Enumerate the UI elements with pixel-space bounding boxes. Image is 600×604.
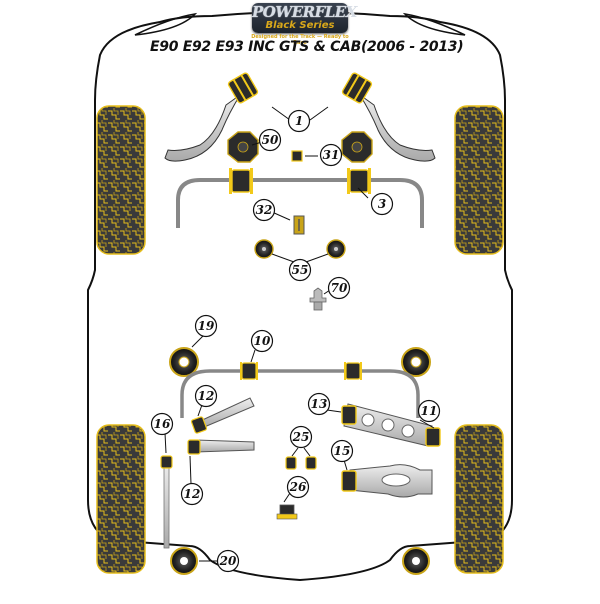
car-body-outline bbox=[87, 11, 513, 582]
callout-circle bbox=[216, 549, 240, 573]
rear-lower-arm-outer-bush bbox=[425, 427, 441, 447]
callout-number: 31 bbox=[323, 148, 340, 162]
callout-jack-pad: 70 bbox=[327, 276, 351, 300]
brand-logo: POWERFLEX Black Series bbox=[252, 3, 357, 33]
callout-number: 25 bbox=[292, 430, 310, 444]
callout-number: 1 bbox=[295, 114, 303, 128]
callout-circle bbox=[252, 198, 276, 222]
rear-arb-bush-right bbox=[344, 362, 362, 380]
callout-circle bbox=[194, 314, 218, 338]
rear-upper-arm-bush bbox=[190, 416, 208, 434]
front-arb-bush-right bbox=[347, 168, 371, 194]
front-right-tyre bbox=[454, 105, 504, 255]
callout-circle bbox=[150, 412, 174, 436]
callout-differential-rear-mount: 26 bbox=[286, 475, 310, 499]
front-anti-roll-bar bbox=[176, 178, 424, 228]
callout-rear-lower-arm-inner: 13 bbox=[307, 392, 331, 416]
callout-circle bbox=[307, 392, 331, 416]
front-right-control-arm bbox=[359, 94, 436, 162]
callout-rear-subframe-mount: 19 bbox=[194, 314, 218, 338]
diff-rear-mount bbox=[276, 504, 298, 520]
rear-right-tyre bbox=[454, 424, 504, 574]
callout-number: 20 bbox=[219, 554, 237, 568]
callout-gearbox-bush: 32 bbox=[252, 198, 276, 222]
brand-tagline: Designed for the Track — Ready to Race bbox=[251, 34, 349, 46]
callout-number: 12 bbox=[198, 389, 215, 403]
callout-circle bbox=[194, 384, 218, 408]
callout-circle bbox=[180, 482, 204, 506]
callout-number: 32 bbox=[256, 203, 273, 217]
front-left-control-arm bbox=[164, 94, 241, 162]
rear-toe-arm bbox=[195, 439, 255, 453]
callout-circle bbox=[288, 258, 312, 282]
callout-circle bbox=[287, 109, 311, 133]
callout-number: 15 bbox=[334, 444, 351, 458]
callout-arrows bbox=[164, 106, 435, 562]
rear-left-tyre bbox=[96, 424, 146, 574]
callout-number: 12 bbox=[184, 487, 201, 501]
callout-circle bbox=[417, 399, 441, 423]
diff-bush-right bbox=[305, 456, 317, 470]
rear-arb-bush-left bbox=[240, 362, 258, 380]
callout-number: 19 bbox=[198, 319, 215, 333]
callout-rear-upper-arm-bush: 12 bbox=[194, 384, 218, 408]
callout-circle bbox=[258, 128, 282, 152]
callout-circle bbox=[370, 192, 394, 216]
callout-number: 26 bbox=[289, 480, 307, 494]
callout-front-top-mount: 50 bbox=[258, 128, 282, 152]
callout-rear-anti-roll-bar-bush: 10 bbox=[250, 329, 274, 353]
callout-circle bbox=[319, 143, 343, 167]
callout-number: 70 bbox=[331, 281, 348, 295]
callout-rear-lower-arm-outer: 11 bbox=[417, 399, 441, 423]
front-arb-bush-left bbox=[229, 168, 253, 194]
shock-absorber bbox=[163, 461, 170, 549]
callout-front-control-arm-bushes: 1 bbox=[287, 109, 311, 133]
front-left-arm-bush bbox=[227, 72, 259, 104]
rear-trailing-arm-bush bbox=[341, 470, 357, 492]
callout-number: 50 bbox=[262, 133, 279, 147]
callout-circle bbox=[286, 475, 310, 499]
callout-rear-trailing-arm-bush: 15 bbox=[330, 439, 354, 463]
callout-number: 10 bbox=[254, 334, 271, 348]
callout-number: 55 bbox=[292, 263, 309, 277]
rear-toe-arm-bush bbox=[187, 439, 201, 455]
callout-front-anti-roll-bar-bush: 3 bbox=[370, 192, 394, 216]
small-bush-31 bbox=[291, 150, 303, 162]
front-right-arm-bush bbox=[341, 72, 373, 104]
callout-number: 16 bbox=[154, 417, 171, 431]
callout-circle bbox=[250, 329, 274, 353]
callout-number: 13 bbox=[311, 397, 328, 411]
jack-pad-70 bbox=[309, 287, 327, 311]
callout-number: 3 bbox=[378, 197, 386, 211]
callout-circle bbox=[330, 439, 354, 463]
callout-shock-absorber-bush: 16 bbox=[150, 412, 174, 436]
rear-anti-roll-bar bbox=[180, 369, 420, 418]
diff-bush-left bbox=[285, 456, 297, 470]
shock-absorber-bush bbox=[160, 455, 173, 469]
vehicle-title: E90 E92 E93 INC GTS & CAB(2006 - 2013) bbox=[150, 39, 464, 55]
brand-name: POWERFLEX bbox=[252, 3, 357, 21]
right-mirror-outline bbox=[402, 12, 466, 36]
callout-circle bbox=[327, 276, 351, 300]
front-left-tyre bbox=[96, 105, 146, 255]
callout-engine-mount-insert: 55 bbox=[288, 258, 312, 282]
callout-circle bbox=[289, 425, 313, 449]
callout-rear-toe-arm-bush: 12 bbox=[180, 482, 204, 506]
callout-rear-subframe-rear-mount: 20 bbox=[216, 549, 240, 573]
left-mirror-outline bbox=[134, 12, 198, 36]
callout-number: 11 bbox=[421, 404, 438, 418]
rear-lower-arm-inner-bush bbox=[341, 405, 357, 425]
callout-small-bush: 31 bbox=[319, 143, 343, 167]
callout-differential-bushes: 25 bbox=[289, 425, 313, 449]
brand-series: Black Series bbox=[265, 20, 335, 31]
